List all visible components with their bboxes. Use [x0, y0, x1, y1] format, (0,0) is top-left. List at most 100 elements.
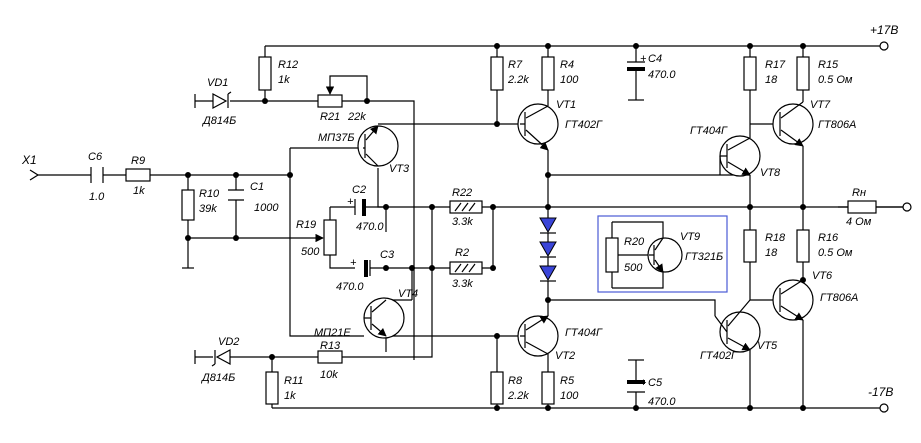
- resistor-r8: [490, 371, 504, 405]
- transistor-vt1: [517, 103, 559, 151]
- label-c6-value: 1.0: [89, 191, 105, 203]
- label-vt9-name: VT9: [680, 231, 700, 243]
- label-c3-polarity: +: [350, 257, 357, 269]
- resistor-r16: [796, 229, 810, 263]
- resistor-r21: [317, 94, 343, 108]
- label-vt4-name: VT4: [398, 288, 418, 300]
- label-r4-name: R4: [560, 59, 574, 71]
- label-r9-value: 1k: [133, 185, 145, 197]
- label-r9-name: R9: [131, 155, 145, 167]
- resistor-r18: [743, 229, 757, 263]
- label-r20-value: 500: [624, 262, 643, 274]
- label-r18-name: R18: [765, 232, 786, 244]
- label-vt1-type: ГТ402Г: [565, 119, 603, 131]
- label-r7-value: 2.2k: [507, 74, 529, 86]
- label-vt3-type: МП37Б: [318, 132, 355, 144]
- resistor-r19: [323, 219, 337, 256]
- transistor-vt5: [714, 299, 761, 353]
- capacitor-c3: [364, 260, 371, 277]
- label-vt8-type: ГТ404Г: [690, 125, 728, 137]
- label-vt7-type: ГТ806А: [818, 119, 856, 131]
- resistor-r4: [541, 56, 555, 91]
- label-r2-name: R2: [455, 247, 469, 259]
- label-r13-value: 10k: [320, 369, 338, 381]
- label-r12-name: R12: [278, 59, 298, 71]
- label-vt7-name: VT7: [810, 99, 831, 111]
- capacitor-c6: [90, 167, 104, 183]
- label-r5-name: R5: [560, 375, 575, 387]
- resistor-rn: [847, 200, 877, 214]
- label-c2-value: 470.0: [356, 221, 384, 233]
- label-r16-name: R16: [818, 232, 839, 244]
- label-r11-name: R11: [284, 375, 303, 387]
- label-rn-value: 4 Ом: [846, 216, 872, 228]
- resistor-r15: [796, 56, 810, 91]
- label-rail-positive: +17В: [870, 23, 898, 37]
- label-c5-name: C5: [648, 377, 663, 389]
- transistor-vt8: [719, 135, 761, 177]
- label-r15-value: 0.5 Ом: [818, 74, 853, 86]
- label-r17-value: 18: [765, 74, 778, 86]
- terminal-plus: +17В: [870, 23, 898, 51]
- label-c3-name: C3: [380, 249, 395, 261]
- label-c4-name: C4: [648, 53, 662, 65]
- resistor-r20: [605, 237, 619, 273]
- label-vt9-type: ГТ321Б: [685, 251, 723, 263]
- transistor-vt6: [772, 279, 814, 321]
- resistor-r17: [743, 56, 757, 91]
- label-r8-value: 2.2k: [507, 390, 529, 402]
- capacitor-c4: [627, 61, 645, 71]
- label-vt6-type: ГТ806А: [820, 292, 858, 304]
- label-r11-value: 1k: [284, 390, 296, 402]
- transistor-vt7: [772, 101, 814, 147]
- label-r19-name: R19: [296, 219, 316, 231]
- label-vd2-type: Д814Б: [200, 372, 235, 384]
- label-r13-name: R13: [320, 340, 341, 352]
- label-r16-value: 0.5 Ом: [818, 247, 853, 259]
- transistor-vt2: [517, 315, 559, 357]
- capacitor-c2: [354, 199, 366, 216]
- label-input: X1: [21, 153, 37, 167]
- label-r22-value: 3.3k: [452, 216, 473, 228]
- wiring: [38, 45, 903, 409]
- resistor-r7: [490, 56, 504, 91]
- label-vd1-name: VD1: [207, 77, 228, 89]
- vt9-box: [597, 215, 728, 293]
- label-c3-value: 470.0: [336, 281, 364, 293]
- transistor-vt3: [357, 125, 399, 167]
- label-r21-name: R21: [320, 111, 340, 123]
- label-c4-polarity: +: [640, 53, 647, 65]
- label-c4-value: 470.0: [648, 69, 676, 81]
- label-vt5-type: ГТ402Г: [700, 350, 738, 362]
- transistor-vt9: [647, 237, 683, 273]
- label-r10-name: R10: [199, 188, 220, 200]
- resistor-r12: [258, 56, 272, 91]
- label-r17-name: R17: [765, 59, 786, 71]
- label-r7-name: R7: [508, 59, 523, 71]
- label-r20-name: R20: [624, 236, 645, 248]
- label-r2-value: 3.3k: [452, 278, 473, 290]
- label-r15-name: R15: [818, 59, 839, 71]
- resistor-r11: [265, 371, 279, 405]
- label-r10-value: 39k: [199, 203, 217, 215]
- label-r19-value: 500: [301, 246, 320, 258]
- label-vd2-name: VD2: [218, 336, 239, 348]
- label-vt3-name: VT3: [389, 163, 410, 175]
- resistor-r2: [449, 261, 483, 275]
- bias-diodes: [539, 217, 557, 288]
- label-c1-value: 1000: [254, 202, 279, 214]
- label-r18-value: 18: [765, 247, 778, 259]
- resistor-r13: [317, 350, 343, 364]
- zener-vd1: [212, 91, 232, 110]
- label-r5-value: 100: [560, 390, 579, 402]
- label-r8-name: R8: [508, 375, 523, 387]
- label-r4-value: 100: [560, 74, 579, 86]
- label-c6-name: C6: [88, 151, 103, 163]
- transistor-vt4: [363, 297, 405, 339]
- label-vt8-name: VT8: [760, 167, 781, 179]
- zener-vd2: [211, 348, 231, 367]
- label-c5-value: 470.0: [648, 396, 676, 408]
- label-c2-polarity: +: [347, 196, 354, 208]
- label-vt4-type: МП21Е: [314, 327, 351, 339]
- label-vt5-name: VT5: [757, 340, 778, 352]
